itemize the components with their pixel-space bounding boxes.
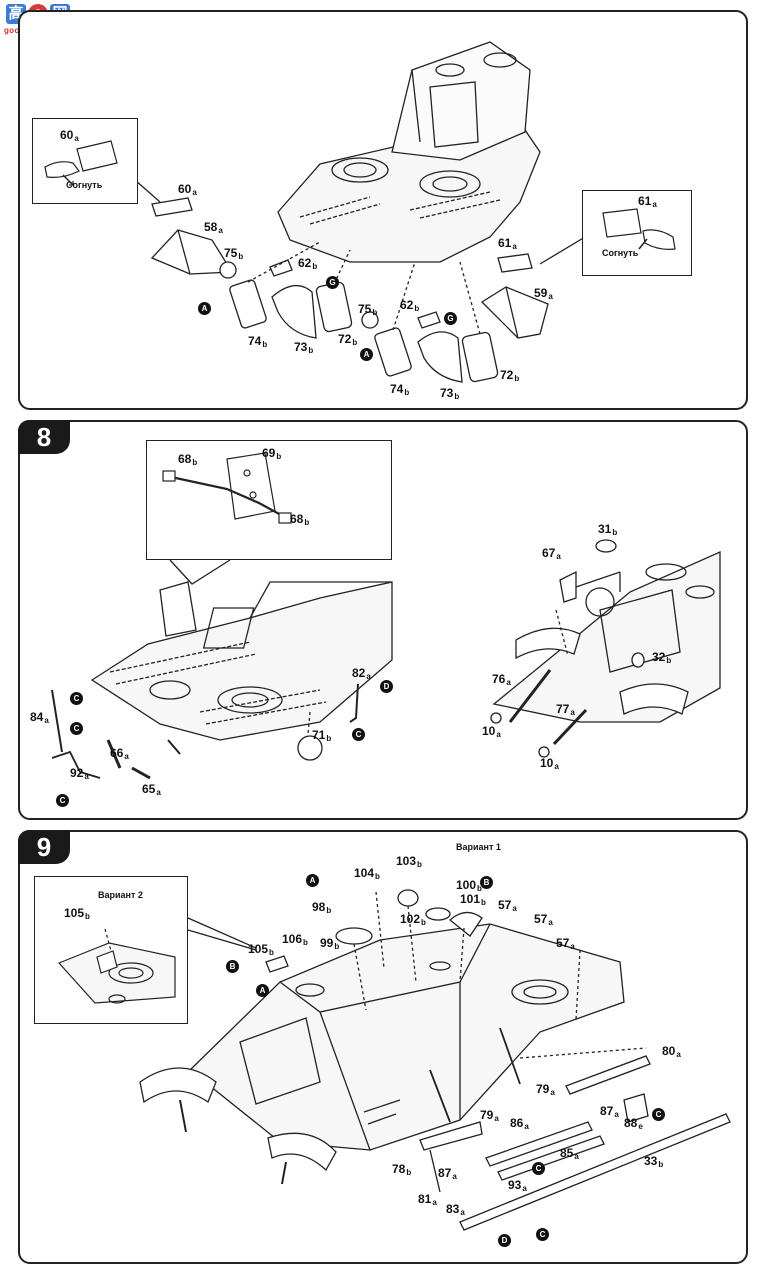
part-77a-label: 77a bbox=[556, 702, 575, 717]
step-9-drawing bbox=[139, 889, 731, 1231]
part-32b-label: 32b bbox=[652, 650, 672, 665]
part-31b-label: 31b bbox=[598, 522, 618, 537]
part-100b-label: 100b bbox=[456, 878, 482, 893]
part-104b-label: 104b bbox=[354, 866, 380, 881]
part-83a-label: 83a bbox=[446, 1202, 465, 1217]
pin-c-marker: C bbox=[70, 692, 83, 705]
pin-a-marker: A bbox=[256, 984, 269, 997]
part-85a-label: 85a bbox=[560, 1146, 579, 1161]
inset-bend-61a bbox=[582, 190, 692, 276]
part-72b-label: 72b bbox=[338, 332, 358, 347]
bend-note: Согнуть bbox=[66, 180, 103, 190]
part-74b-label: 74b bbox=[248, 334, 268, 349]
part-82a-label: 82a bbox=[352, 666, 371, 681]
variant-2-label: Вариант 2 bbox=[98, 890, 143, 900]
pin-c-marker: C bbox=[352, 728, 365, 741]
part-61a-inset-label: 61a bbox=[638, 194, 657, 209]
step-number-9: 9 bbox=[18, 830, 70, 864]
part-78b-label: 78b bbox=[392, 1162, 412, 1177]
part-79a-label: 79a bbox=[536, 1082, 555, 1097]
part-68b-label: 68b bbox=[178, 452, 198, 467]
part-62b-label: 62b bbox=[298, 256, 318, 271]
pin-g-marker: G bbox=[444, 312, 457, 325]
part-57a-label: 57a bbox=[556, 936, 575, 951]
part-10a-label: 10a bbox=[482, 724, 501, 739]
pin-d-marker: D bbox=[380, 680, 393, 693]
part-87a-label: 87a bbox=[600, 1104, 619, 1119]
pin-g-marker: G bbox=[326, 276, 339, 289]
part-84a-label: 84a bbox=[30, 710, 49, 725]
part-73b-label: 73b bbox=[440, 386, 460, 401]
inset-bend-60a bbox=[32, 118, 138, 204]
part-67a-label: 67a bbox=[542, 546, 561, 561]
pin-c-marker: C bbox=[536, 1228, 549, 1241]
part-102b-label: 102b bbox=[400, 912, 426, 927]
pin-a-marker: A bbox=[360, 348, 373, 361]
part-74b-label: 74b bbox=[390, 382, 410, 397]
part-103b-label: 103b bbox=[396, 854, 422, 869]
bend-note: Согнуть bbox=[602, 248, 639, 258]
inset-60a-drawing bbox=[44, 140, 118, 186]
part-72b-label: 72b bbox=[500, 368, 520, 383]
inset-variant-2-drawing bbox=[57, 928, 176, 1004]
part-98b-label: 98b bbox=[312, 900, 332, 915]
part-88e-label: 88e bbox=[624, 1116, 643, 1131]
step-7-panel: 60a Согнуть 60a 58a 61a Согнуть 61a 59a … bbox=[18, 10, 748, 410]
step-7-drawing bbox=[134, 41, 591, 383]
pin-c-marker: C bbox=[56, 794, 69, 807]
part-66a-label: 66a bbox=[110, 746, 129, 761]
inset-variant-2 bbox=[34, 876, 188, 1024]
part-61a-label: 61a bbox=[498, 236, 517, 251]
part-75b-label: 75b bbox=[224, 246, 244, 261]
part-65a-label: 65a bbox=[142, 782, 161, 797]
pin-c-marker: C bbox=[532, 1162, 545, 1175]
part-68b-label: 68b bbox=[290, 512, 310, 527]
part-10a-label: 10a bbox=[540, 756, 559, 771]
part-71b-label: 71b bbox=[312, 728, 332, 743]
part-73b-label: 73b bbox=[294, 340, 314, 355]
part-75b-label: 75b bbox=[358, 302, 378, 317]
inset-61a-drawing bbox=[602, 208, 676, 250]
step-8-panel: 8 bbox=[18, 420, 748, 820]
part-57a-label: 57a bbox=[534, 912, 553, 927]
pin-a-marker: A bbox=[306, 874, 319, 887]
part-69b-label: 69b bbox=[262, 446, 282, 461]
part-101b-label: 101b bbox=[460, 892, 486, 907]
part-106b-label: 106b bbox=[282, 932, 308, 947]
part-79a-label: 79a bbox=[480, 1108, 499, 1123]
part-81a-label: 81a bbox=[418, 1192, 437, 1207]
step-9-panel: 9 bbox=[18, 830, 748, 1264]
pin-d-marker: D bbox=[498, 1234, 511, 1247]
part-105b-label: 105b bbox=[248, 942, 274, 957]
part-87a-label: 87a bbox=[438, 1166, 457, 1181]
part-93a-label: 93a bbox=[508, 1178, 527, 1193]
part-60a-inset-label: 60a bbox=[60, 128, 79, 143]
pin-c-marker: C bbox=[652, 1108, 665, 1121]
pin-a-marker: A bbox=[198, 302, 211, 315]
part-59a-label: 59a bbox=[534, 286, 553, 301]
part-58a-label: 58a bbox=[204, 220, 223, 235]
part-80a-label: 80a bbox=[662, 1044, 681, 1059]
part-33b-label: 33b bbox=[644, 1154, 664, 1169]
part-76a-label: 76a bbox=[492, 672, 511, 687]
pin-b-marker: B bbox=[226, 960, 239, 973]
pin-c-marker: C bbox=[70, 722, 83, 735]
inset-jack-bracket bbox=[146, 440, 392, 560]
part-99b-label: 99b bbox=[320, 936, 340, 951]
part-92a-label: 92a bbox=[70, 766, 89, 781]
part-57a-label: 57a bbox=[498, 898, 517, 913]
variant-1-label: Вариант 1 bbox=[456, 842, 501, 852]
pin-b-marker: B bbox=[480, 876, 493, 889]
part-60a-label: 60a bbox=[178, 182, 197, 197]
step-number-8: 8 bbox=[18, 420, 70, 454]
part-86a-label: 86a bbox=[510, 1116, 529, 1131]
inset-68b-69b-drawing bbox=[162, 452, 292, 524]
step-8-drawing bbox=[51, 539, 721, 780]
part-62b-label: 62b bbox=[400, 298, 420, 313]
part-105b-inset-label: 105b bbox=[64, 906, 90, 921]
